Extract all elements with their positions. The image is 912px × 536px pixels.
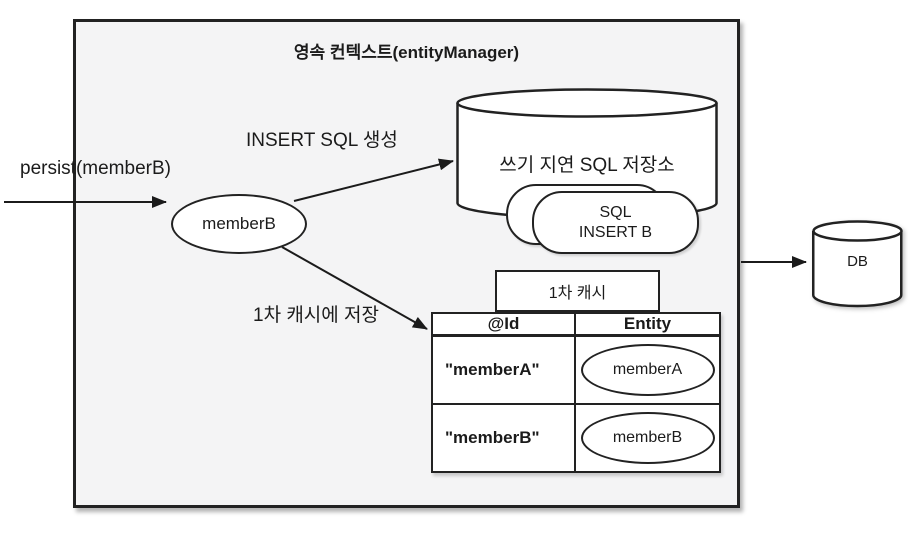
member-entity-ellipse: memberB bbox=[171, 194, 307, 254]
entity-label: memberA bbox=[612, 361, 683, 378]
row-entity-cell: memberA bbox=[576, 337, 719, 403]
entity-ellipse: memberB bbox=[580, 412, 715, 464]
first-cache-title-box: 1차 캐시 bbox=[495, 270, 660, 312]
db-label: DB bbox=[847, 253, 868, 270]
insert-sql-label: INSERT SQL 생성 bbox=[246, 130, 398, 151]
sql-card-front: SQL INSERT B bbox=[532, 191, 699, 254]
sql-store-title: 쓰기 지연 SQL 저장소 bbox=[499, 155, 675, 176]
header-id: @Id bbox=[433, 314, 576, 334]
header-entity: Entity bbox=[623, 314, 672, 333]
persistence-context-title: 영속 컨텍스트(entityManager) bbox=[293, 43, 520, 62]
member-entity-label: memberB bbox=[202, 214, 276, 233]
row-id-value: "memberA" bbox=[433, 337, 576, 403]
table-row: "memberA" memberA bbox=[433, 337, 719, 403]
persist-call-label: persist(memberB) bbox=[20, 158, 171, 179]
sql-card-line1: SQL bbox=[599, 203, 632, 221]
first-cache-title: 1차 캐시 bbox=[548, 285, 607, 302]
first-cache-table: @Id Entity "memberA" memberA "memberB" m… bbox=[431, 312, 721, 473]
row-entity-cell: memberB bbox=[576, 405, 719, 471]
table-row: "memberB" memberB bbox=[433, 403, 719, 471]
entity-label: memberB bbox=[612, 429, 683, 446]
db-cylinder bbox=[812, 220, 903, 308]
first-cache-header-row: @Id Entity bbox=[433, 314, 719, 337]
sql-card-line2: INSERT B bbox=[578, 223, 653, 241]
entity-ellipse: memberA bbox=[580, 344, 715, 396]
cache-save-label: 1차 캐시에 저장 bbox=[253, 305, 380, 326]
row-id-value: "memberB" bbox=[433, 405, 576, 471]
